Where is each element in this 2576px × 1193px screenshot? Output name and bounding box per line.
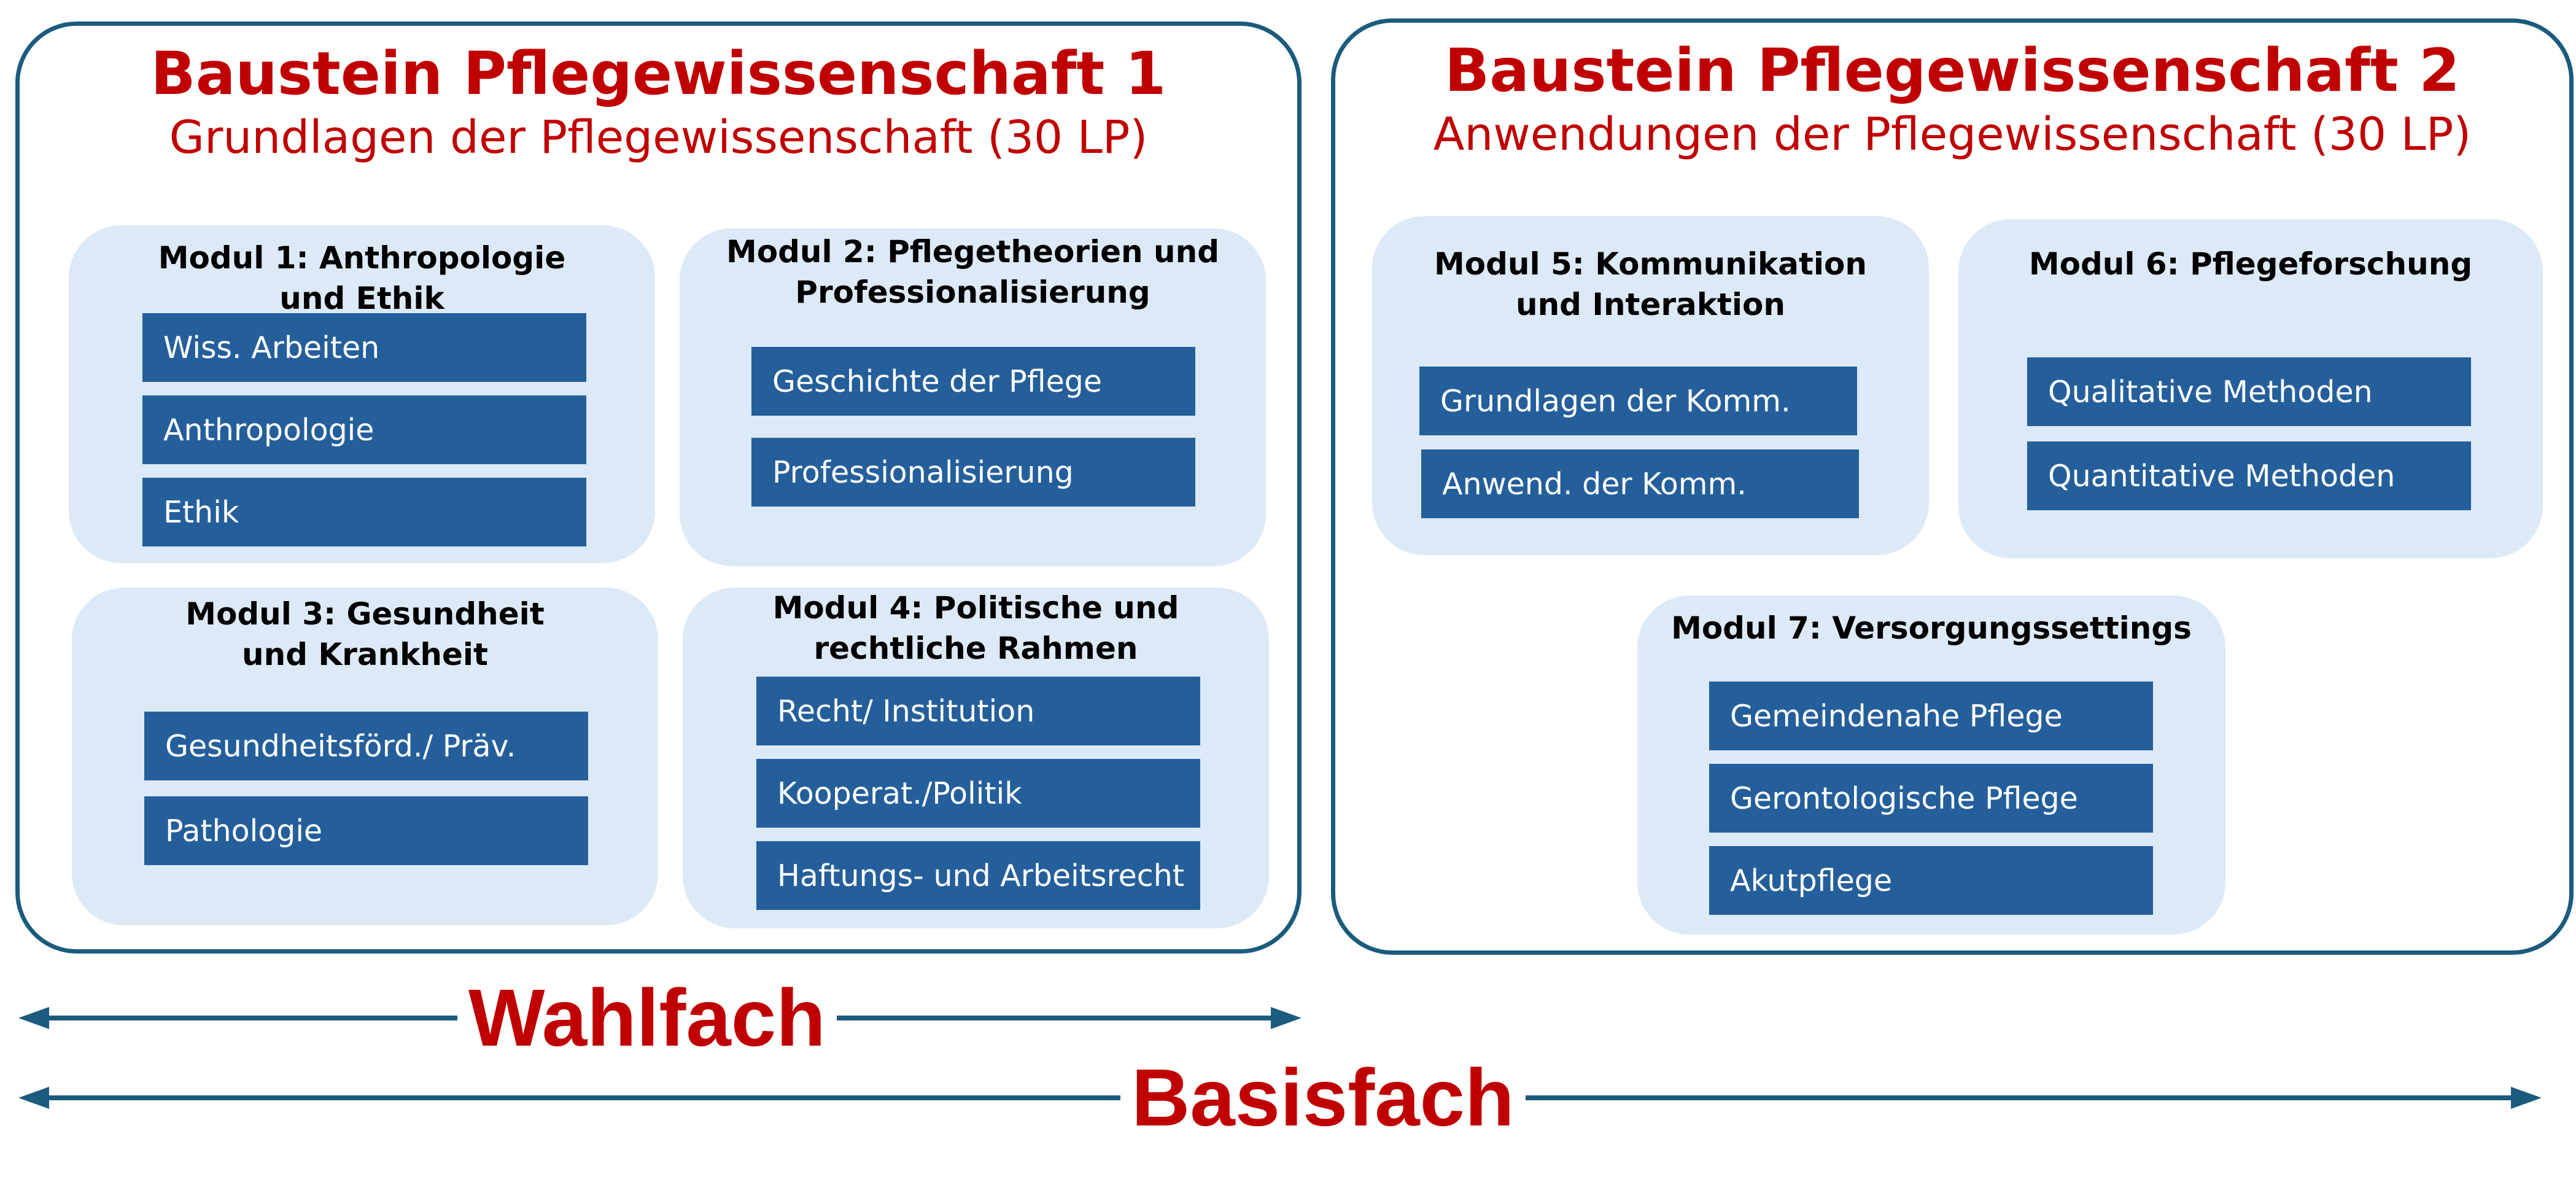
item-gemeindenahe-pflege: Gemeindenahe Pflege: [1709, 682, 2153, 750]
panel-baustein-2: Baustein Pflegewissenschaft 2 Anwendunge…: [1331, 18, 2574, 955]
modul-1-card: Modul 1: Anthropologie und Ethik Wiss. A…: [69, 225, 655, 563]
modul-4-card: Modul 4: Politische und rechtliche Rahme…: [683, 588, 1269, 928]
modul-7-card: Modul 7: Versorgungssettings Gemeindenah…: [1637, 596, 2225, 935]
modul-7-title: Modul 7: Versorgungssettings: [1637, 608, 2225, 648]
modul-3-title: Modul 3: Gesundheit und Krankheit: [72, 594, 658, 675]
item-ethik: Ethik: [142, 478, 586, 546]
modul-5-title: Modul 5: Kommunikation und Interaktion: [1372, 244, 1929, 325]
item-pathologie: Pathologie: [144, 796, 588, 865]
basisfach-arrow-head-right: [2511, 1087, 2542, 1109]
item-recht-institution: Recht/ Institution: [756, 677, 1200, 745]
modul-2-title-line2: Professionalisierung: [795, 274, 1150, 310]
modul-2-title-line1: Modul 2: Pflegetheorien und: [726, 234, 1219, 270]
item-anwend-der-komm: Anwend. der Komm.: [1421, 449, 1859, 518]
wahlfach-arrow-head-right: [1271, 1007, 1302, 1029]
item-haftungs-und-arbeitsrecht: Haftungs- und Arbeitsrecht: [756, 841, 1200, 910]
modul-7-title-line1: Modul 7: Versorgungssettings: [1671, 610, 2192, 646]
item-gerontologische-pflege: Gerontologische Pflege: [1709, 764, 2153, 833]
modul-2-card: Modul 2: Pflegetheorien und Professional…: [680, 228, 1266, 566]
modul-4-title-line1: Modul 4: Politische und: [772, 590, 1179, 626]
basisfach-label: Basisfach: [1120, 1057, 1526, 1138]
modul-2-title: Modul 2: Pflegetheorien und Professional…: [680, 231, 1266, 313]
modul-3-title-line1: Modul 3: Gesundheit: [185, 596, 545, 632]
modul-5-card: Modul 5: Kommunikation und Interaktion G…: [1372, 216, 1929, 555]
item-quantitative-methoden: Quantitative Methoden: [2027, 441, 2471, 510]
panel-2-title: Baustein Pflegewissenschaft 2: [1445, 36, 2460, 105]
modul-1-title-line1: Modul 1: Anthropologie: [158, 240, 566, 276]
item-anthropologie: Anthropologie: [142, 395, 586, 464]
modul-3-card: Modul 3: Gesundheit und Krankheit Gesund…: [72, 588, 658, 925]
modul-4-title-line2: rechtliche Rahmen: [813, 631, 1138, 666]
item-akutpflege: Akutpflege: [1709, 846, 2153, 915]
modul-6-title-line1: Modul 6: Pflegeforschung: [2028, 246, 2473, 282]
panel-1-title: Baustein Pflegewissenschaft 1: [150, 39, 1166, 108]
item-qualitative-methoden: Qualitative Methoden: [2027, 357, 2471, 426]
item-wiss-arbeiten: Wiss. Arbeiten: [142, 313, 586, 382]
modul-5-title-line1: Modul 5: Kommunikation: [1434, 246, 1867, 282]
panel-1-subtitle: Grundlagen der Pflegewissenschaft (30 LP…: [169, 111, 1148, 164]
item-geschichte-der-pflege: Geschichte der Pflege: [751, 347, 1195, 416]
panel-2-subtitle: Anwendungen der Pflegewissenschaft (30 L…: [1433, 108, 2472, 161]
item-grundlagen-der-komm: Grundlagen der Komm.: [1419, 367, 1857, 435]
item-gesundheitsfoerd-praev: Gesundheitsförd./ Präv.: [144, 712, 588, 780]
modul-5-title-line2: und Interaktion: [1515, 287, 1786, 322]
item-professionalisierung: Professionalisierung: [751, 438, 1195, 507]
modul-6-title: Modul 6: Pflegeforschung: [1958, 244, 2543, 284]
item-kooperat-politik: Kooperat./Politik: [756, 759, 1200, 828]
basisfach-arrow-head-left: [18, 1087, 49, 1109]
modul-1-title: Modul 1: Anthropologie und Ethik: [69, 238, 655, 319]
modul-1-title-line2: und Ethik: [279, 281, 444, 316]
panel-baustein-1: Baustein Pflegewissenschaft 1 Grundlagen…: [15, 21, 1302, 954]
wahlfach-arrow-head-left: [18, 1007, 49, 1029]
wahlfach-label: Wahlfach: [457, 977, 837, 1059]
modul-6-card: Modul 6: Pflegeforschung Qualitative Met…: [1958, 219, 2543, 558]
modul-4-title: Modul 4: Politische und rechtliche Rahme…: [683, 588, 1269, 669]
modul-3-title-line2: und Krankheit: [242, 637, 488, 672]
